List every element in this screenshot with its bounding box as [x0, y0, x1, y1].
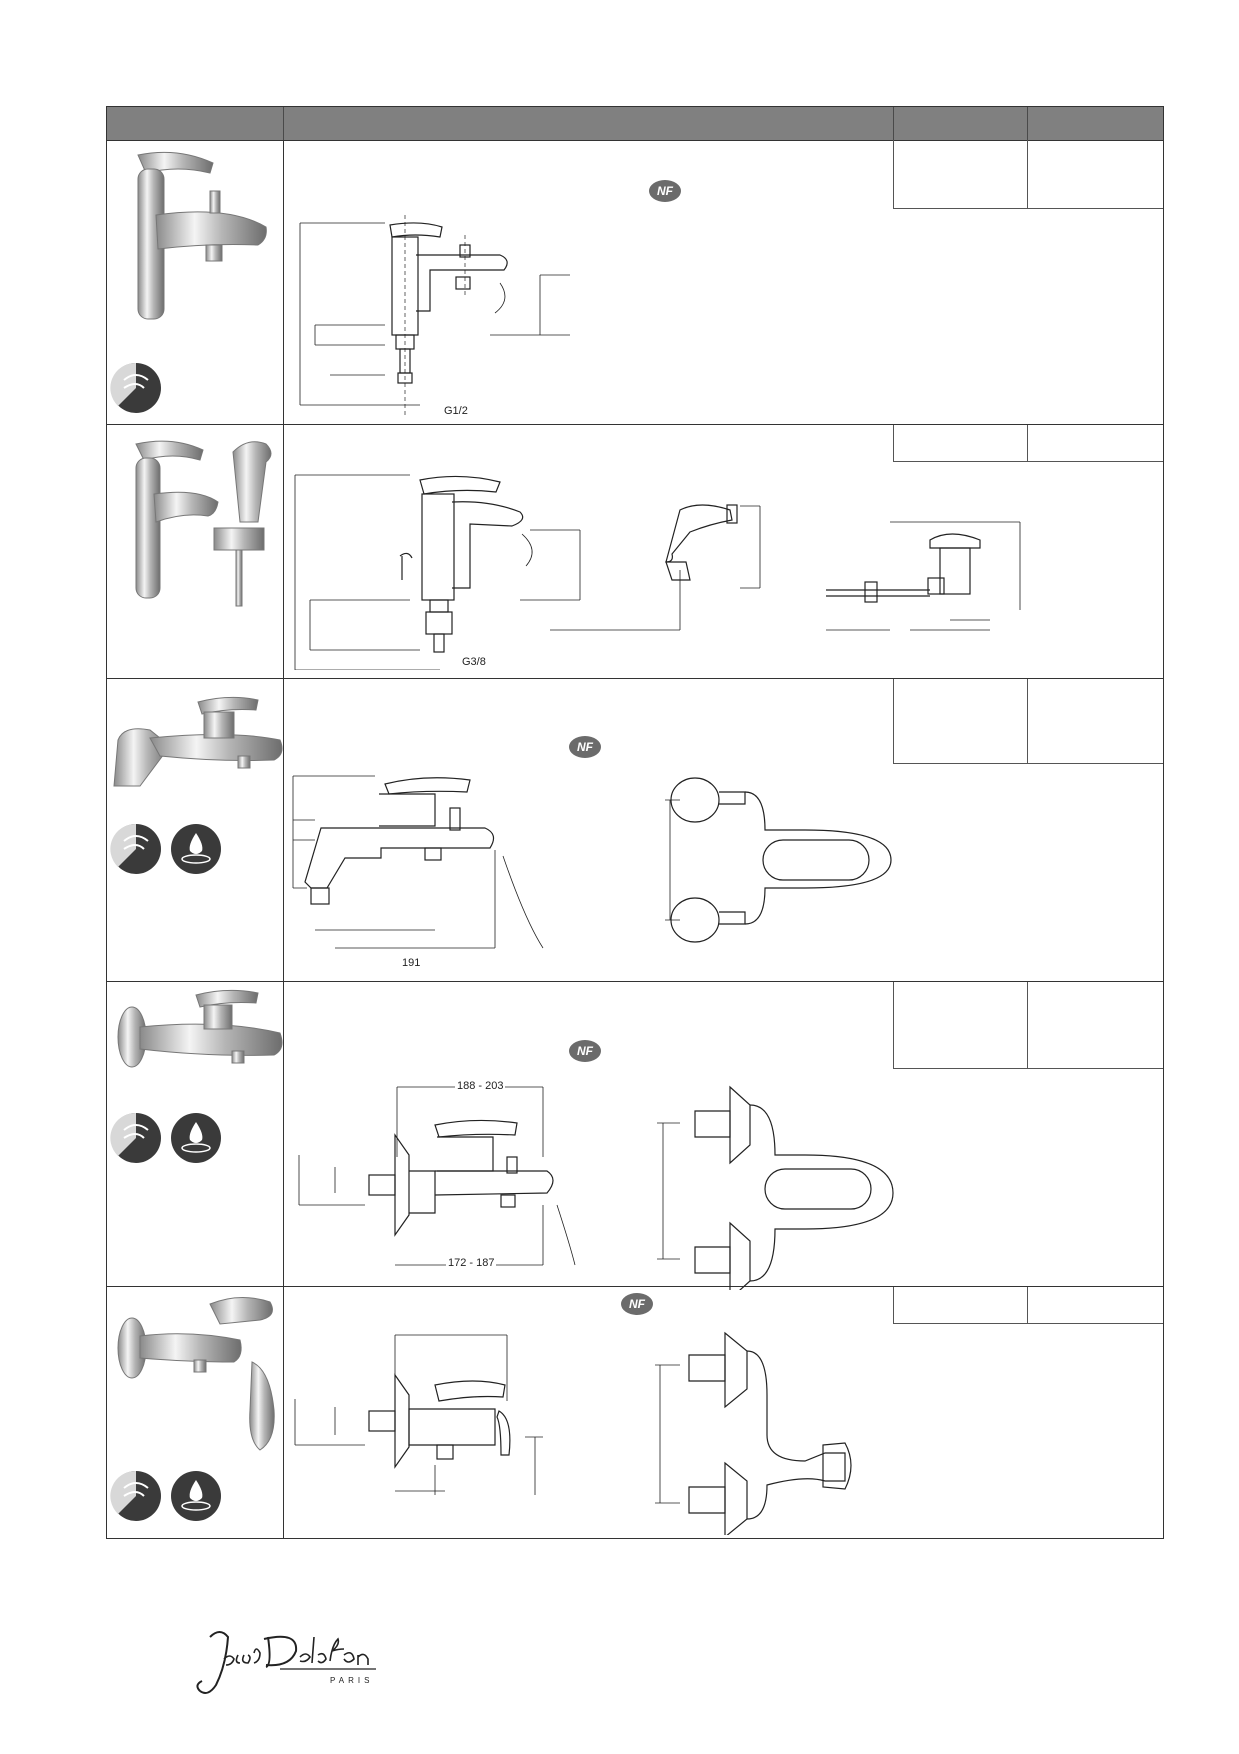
table-header [107, 107, 1163, 141]
water-drop-icon [170, 1112, 222, 1164]
row-divider [107, 424, 1163, 425]
jacob-delafon-logo: PARIS [196, 1631, 376, 1694]
column-divider [283, 140, 284, 1538]
technical-drawing-mixer-shower-waste [294, 474, 1021, 670]
product-photo-bath-pillar-mixer [137, 151, 267, 320]
spray-icon [110, 1470, 162, 1522]
row-divider [107, 678, 1163, 679]
product-photo-wall-bath-mixer [117, 989, 283, 1068]
logo-subtitle: PARIS [330, 1676, 373, 1685]
product-photo-mixer-with-hand-shower [135, 440, 272, 607]
spray-icon [110, 1112, 162, 1164]
technical-drawing-bath-mixer [299, 215, 570, 415]
row-divider [107, 981, 1163, 982]
product-photo-deck-bath-mixer [113, 696, 283, 787]
row-divider [107, 1286, 1163, 1287]
nf-certification-badge: NF [569, 1040, 601, 1062]
technical-drawing-wall-bath-mixer [298, 1085, 894, 1290]
nf-certification-badge: NF [569, 736, 601, 758]
header-divider [283, 107, 284, 140]
dimension-label: G1/2 [442, 405, 470, 417]
water-drop-icon [170, 823, 222, 875]
technical-drawing-wall-shower-mixer [294, 1331, 852, 1535]
header-divider [1027, 107, 1028, 140]
dimension-label: G3/8 [460, 656, 488, 668]
water-drop-icon [170, 1470, 222, 1522]
header-divider [893, 107, 894, 140]
technical-drawing-deck-bath-mixer [292, 775, 892, 949]
dimension-label: 172 - 187 [446, 1257, 497, 1269]
dimension-label: 188 - 203 [455, 1080, 506, 1092]
dimension-label: 191 [400, 957, 423, 969]
product-photo-wall-shower-mixer [117, 1297, 275, 1451]
product-table [106, 106, 1164, 1539]
spray-icon [110, 362, 162, 414]
spray-icon [110, 823, 162, 875]
nf-certification-badge: NF [621, 1293, 653, 1315]
nf-certification-badge: NF [649, 180, 681, 202]
